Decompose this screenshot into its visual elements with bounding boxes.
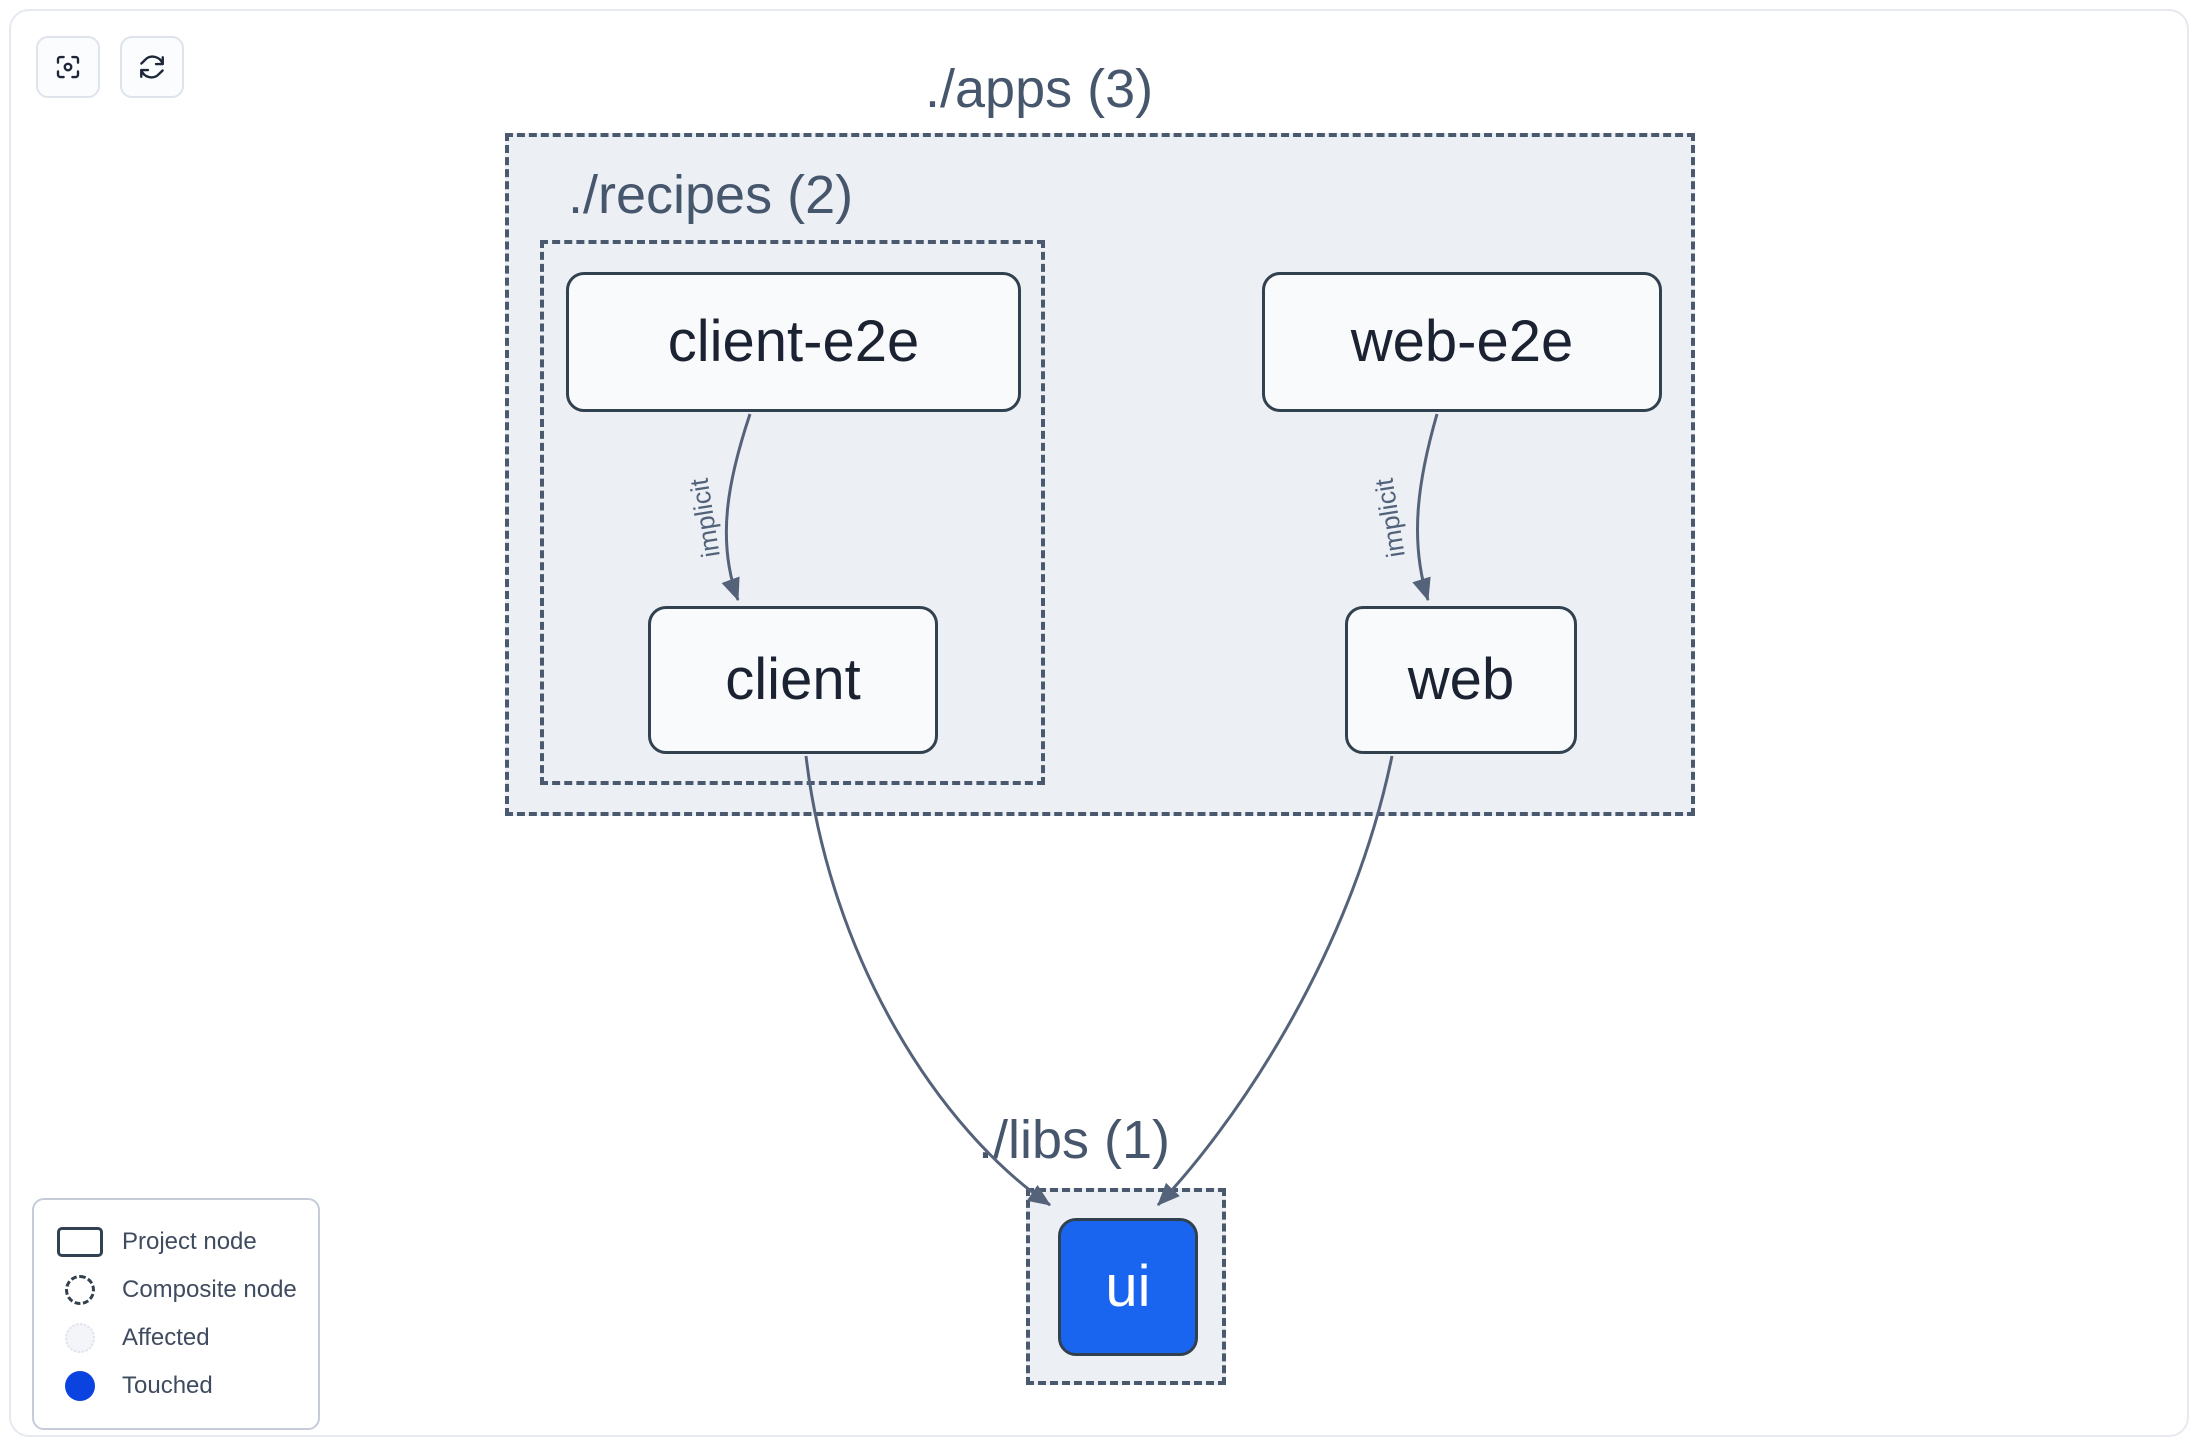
affected-swatch-icon (56, 1322, 104, 1354)
legend-label: Affected (122, 1324, 210, 1351)
project-node-label: client (725, 647, 861, 712)
project-node-ui[interactable]: ui (1058, 1218, 1198, 1356)
refresh-icon (137, 52, 167, 82)
touched-swatch-icon (56, 1370, 104, 1402)
legend-item-touched: Touched (56, 1362, 298, 1410)
focus-icon (53, 52, 83, 82)
focus-graph-button[interactable] (36, 36, 100, 98)
project-node-web[interactable]: web (1345, 606, 1577, 754)
group-label-apps: ./apps (3) (925, 59, 1154, 119)
project-node-swatch-icon (56, 1226, 104, 1258)
project-node-label: ui (1105, 1254, 1151, 1319)
group-label-libs: ./libs (1) (978, 1110, 1171, 1170)
legend-label: Project node (122, 1228, 257, 1255)
composite-node-swatch-icon (56, 1274, 104, 1306)
graph-legend: Project node Composite node Affected Tou… (32, 1198, 320, 1430)
project-node-label: client-e2e (667, 309, 920, 374)
legend-item-project-node: Project node (56, 1218, 298, 1266)
project-node-label: web (1407, 647, 1515, 712)
legend-label: Touched (122, 1372, 213, 1399)
project-node-label: web-e2e (1350, 309, 1574, 374)
project-node-client[interactable]: client (648, 606, 938, 754)
legend-item-composite-node: Composite node (56, 1266, 298, 1314)
graph-toolbar (36, 36, 184, 98)
project-node-client-e2e[interactable]: client-e2e (566, 272, 1021, 412)
group-label-recipes: ./recipes (2) (568, 165, 854, 225)
legend-item-affected: Affected (56, 1314, 298, 1362)
legend-label: Composite node (122, 1276, 297, 1303)
project-node-web-e2e[interactable]: web-e2e (1262, 272, 1662, 412)
refresh-graph-button[interactable] (120, 36, 184, 98)
